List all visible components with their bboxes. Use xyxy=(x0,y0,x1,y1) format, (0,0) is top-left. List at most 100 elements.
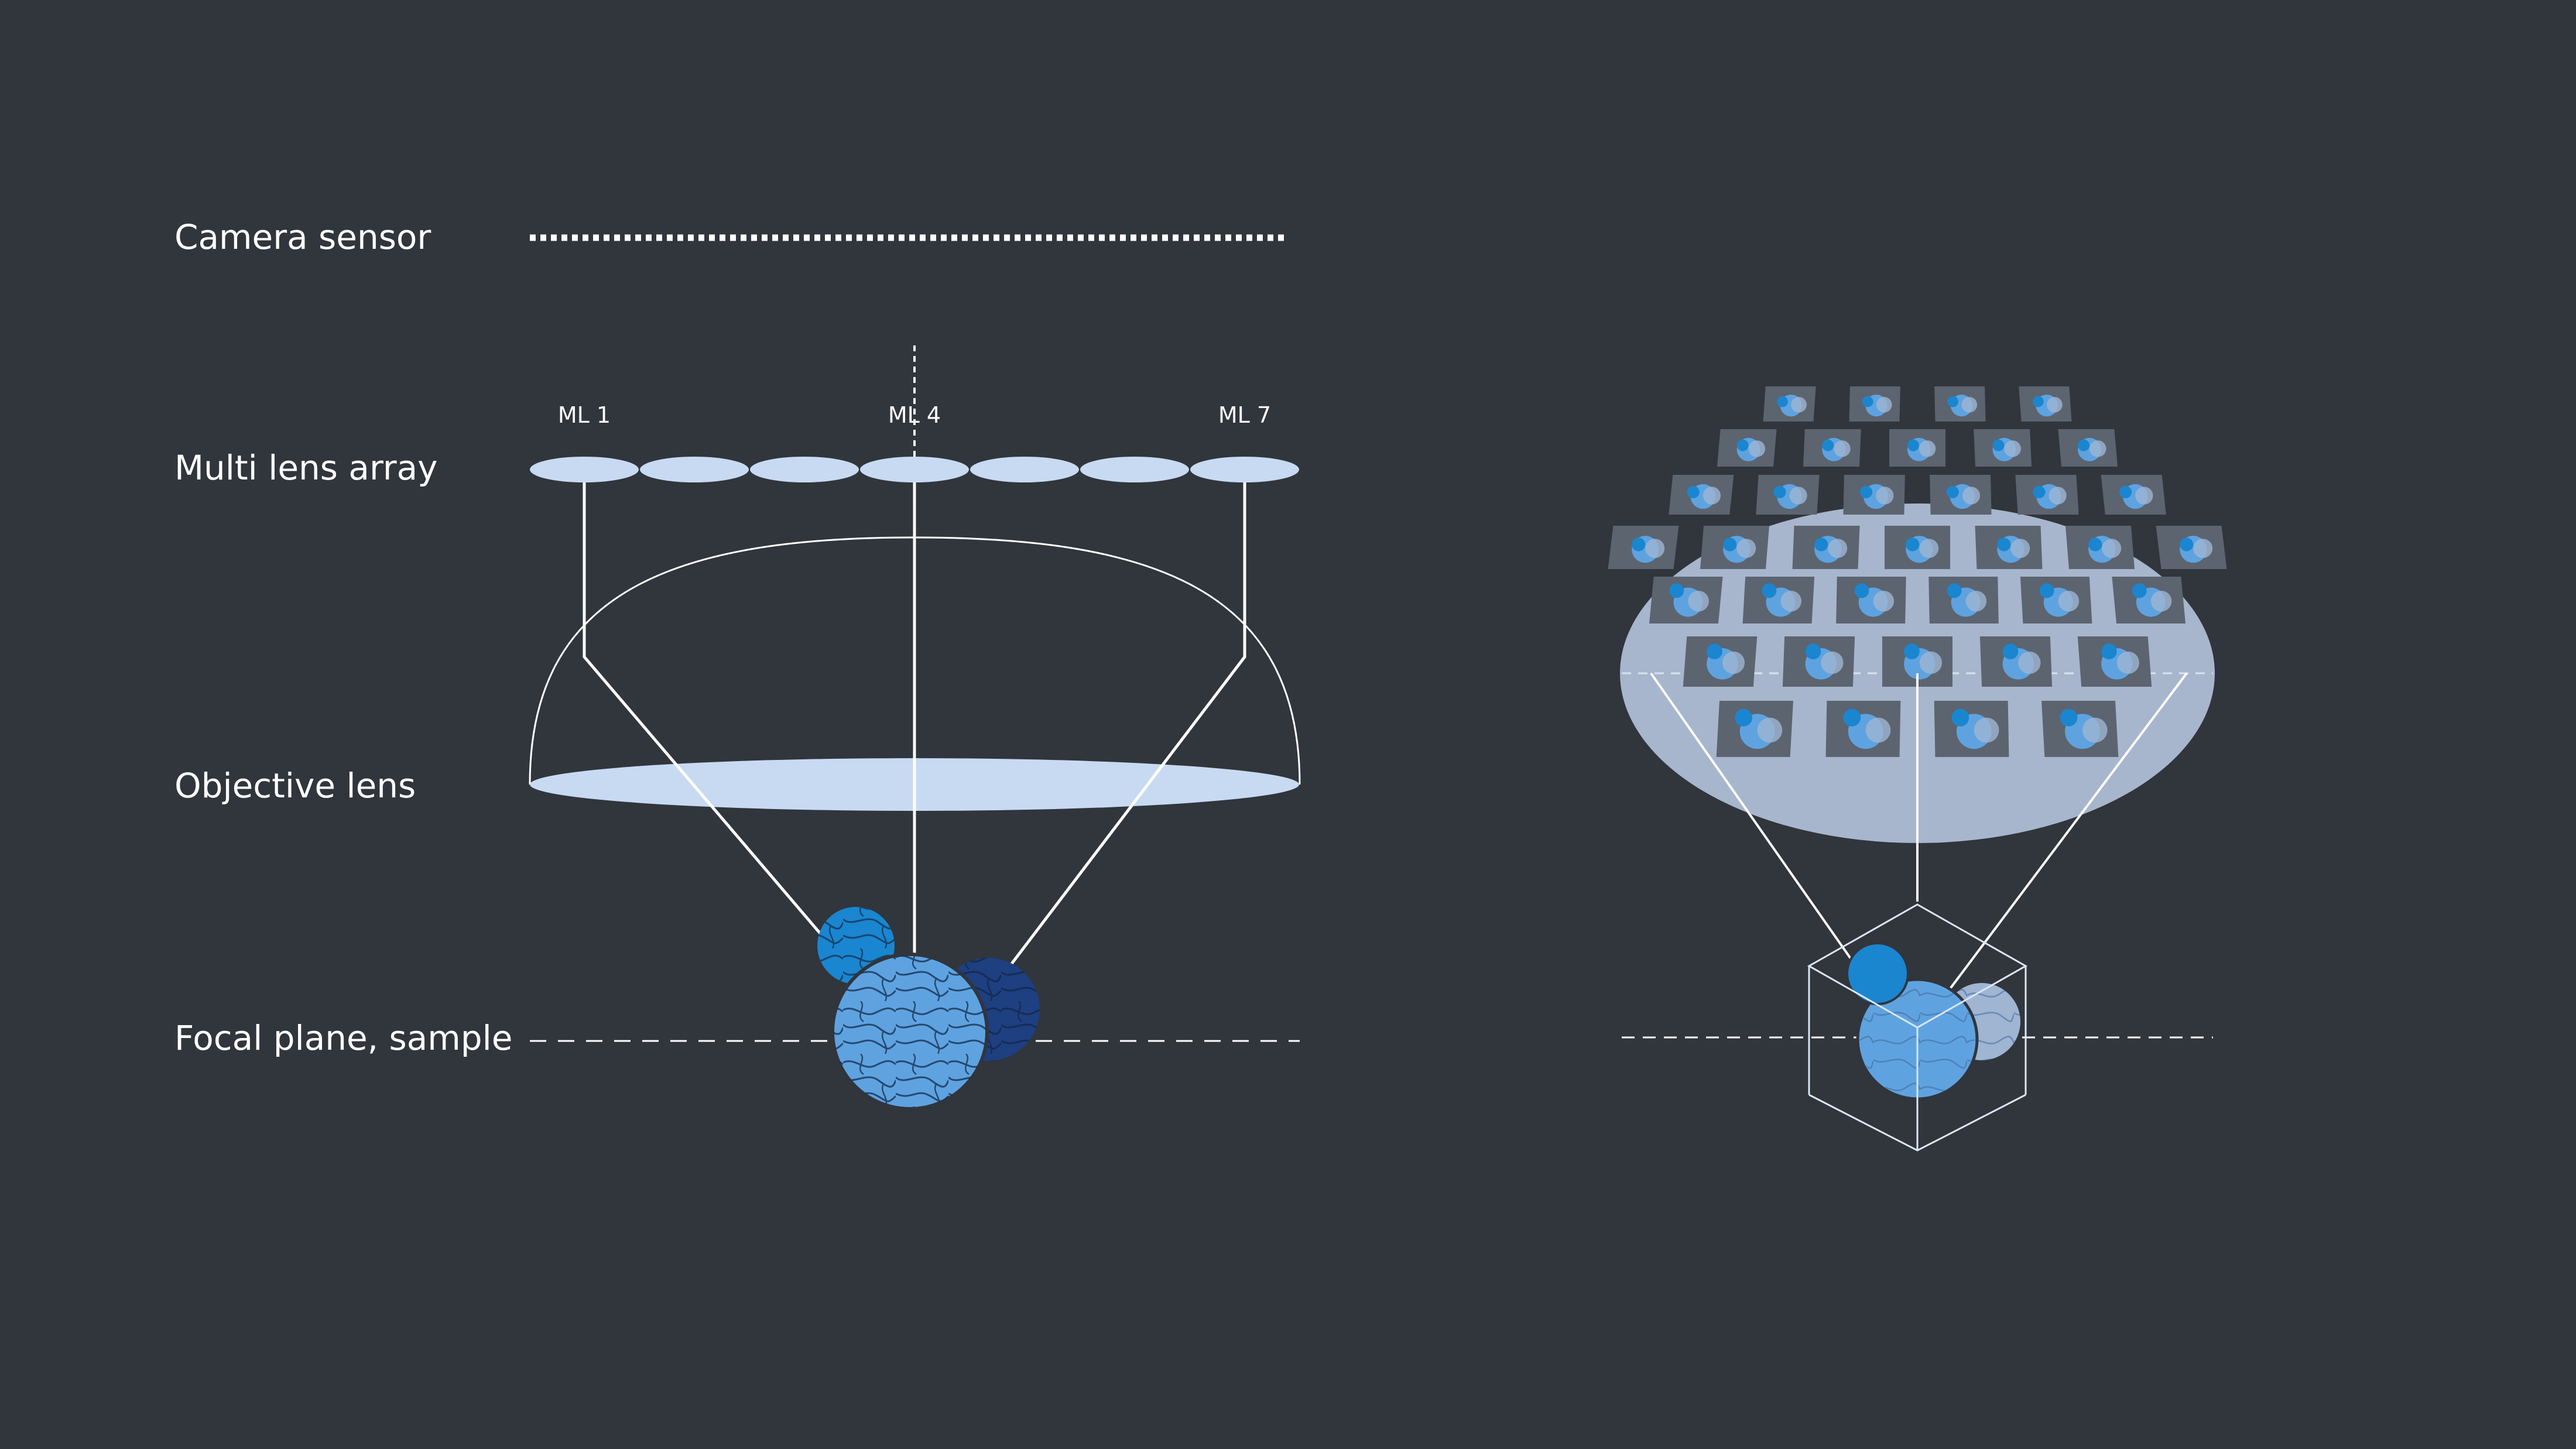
subimage-tile xyxy=(1825,701,1901,757)
sample-volume xyxy=(1807,903,2028,1152)
subimage-sphere-grey xyxy=(1962,487,1981,505)
subimage-tile xyxy=(1608,526,1679,569)
label-ml-7: ML 7 xyxy=(1218,402,1271,428)
subimage-sphere-grey xyxy=(1974,717,1999,743)
subimage-tile xyxy=(2065,526,2135,569)
microlens-1 xyxy=(530,457,639,482)
subimage-sphere-small xyxy=(1859,485,1873,499)
subimage-sphere-grey xyxy=(1865,717,1891,743)
ray-lines xyxy=(583,482,1246,967)
microlens-3 xyxy=(750,457,859,482)
subimage-sphere-grey xyxy=(1828,539,1848,559)
microlens-7 xyxy=(1190,457,1299,482)
subimage-sphere-grey xyxy=(2018,651,2041,674)
subimage-sphere-small xyxy=(1946,485,1959,499)
subimage-sphere-small xyxy=(2002,643,2019,660)
subimage-tile xyxy=(1716,701,1793,757)
subimage-sphere-small xyxy=(1907,439,1919,451)
subimage-sphere-grey xyxy=(1789,487,1807,505)
subimage-tile xyxy=(2077,636,2152,687)
subimage-tile xyxy=(1683,636,1758,687)
subimage-sphere-small xyxy=(1687,485,1700,499)
subimage-tile xyxy=(1742,577,1815,624)
subimage-sphere-small xyxy=(2078,439,2090,451)
subimage-tile xyxy=(2112,577,2186,624)
subimage-sphere-small xyxy=(1947,583,1962,598)
subimage-sphere-small xyxy=(1814,537,1828,551)
subimage-sphere-grey xyxy=(1965,591,1987,612)
projection-line-right xyxy=(1948,672,2188,991)
subimage-sphere-grey xyxy=(1722,651,1745,674)
subimage-tile xyxy=(1974,429,2032,467)
subimage-sphere-grey xyxy=(1919,651,1943,674)
subimage-sphere-grey xyxy=(2047,397,2063,413)
subimage-sphere-grey xyxy=(1961,397,1978,413)
subimage-sphere-grey xyxy=(1919,440,1936,457)
subimage-tile xyxy=(2101,475,2166,515)
subimage-sphere-small xyxy=(1997,537,2011,551)
subimage-sphere-small xyxy=(2039,583,2054,598)
sample-spheres-left xyxy=(817,907,1040,1111)
subimage-tile xyxy=(2058,429,2118,467)
subimage-sphere-grey xyxy=(1703,487,1721,505)
subimage-sphere-small xyxy=(2088,537,2102,551)
subimage-tile xyxy=(2015,475,2079,515)
subimage-sphere-grey xyxy=(2102,539,2122,559)
subimage-sphere-grey xyxy=(1645,539,1665,559)
subimage-sphere-small xyxy=(1906,537,1920,551)
volume-cube xyxy=(1807,903,2028,1152)
microlens-array xyxy=(530,457,1299,482)
microlens-6 xyxy=(1080,457,1189,482)
subimage-sphere-small xyxy=(1669,583,1684,598)
subimage-sphere-small xyxy=(2033,396,2044,407)
subimage-sphere-small xyxy=(1822,439,1834,451)
subimage-tile xyxy=(1756,475,1820,515)
microlens-2 xyxy=(640,457,749,482)
subimage-tile xyxy=(1930,475,1992,515)
subimage-sphere-small xyxy=(2101,643,2117,660)
label-ml-4: ML 4 xyxy=(888,402,941,428)
subimage-sphere-grey xyxy=(2082,717,2108,743)
label-ml-1: ML 1 xyxy=(558,402,611,428)
label-objective-lens: Objective lens xyxy=(174,766,416,806)
label-multi-lens-array: Multi lens array xyxy=(174,448,438,488)
subimage-tile xyxy=(1843,475,1905,515)
subimage-sphere-grey xyxy=(2004,440,2021,457)
microlens-4 xyxy=(860,457,969,482)
subimage-tile xyxy=(1763,386,1816,422)
subimage-sphere-small xyxy=(1904,643,1920,660)
subimage-tile xyxy=(1979,636,2053,687)
sphere-large-contour xyxy=(834,955,986,1108)
projection-lines xyxy=(1650,672,2188,991)
subimage-sphere-grey xyxy=(2193,539,2213,559)
subimage-sphere-small xyxy=(1862,396,1873,407)
subimage-sphere-small xyxy=(1947,396,1959,407)
projection-line-left xyxy=(1650,672,1857,967)
label-focal-plane: Focal plane, sample xyxy=(174,1018,512,1058)
subimage-tile xyxy=(1792,526,1860,569)
subimage-sphere-small xyxy=(2060,708,2078,727)
label-camera-sensor: Camera sensor xyxy=(174,217,431,257)
microlens-5 xyxy=(970,457,1079,482)
subimage-sphere-small xyxy=(1843,708,1861,727)
subimage-sphere-small xyxy=(1723,537,1737,551)
subimage-tile xyxy=(1928,577,1999,624)
subimage-tile xyxy=(1882,636,1952,687)
subimage-sphere-small xyxy=(1735,708,1753,727)
subimage-sphere-grey xyxy=(1748,440,1766,457)
subimage-sphere-grey xyxy=(1876,397,1892,413)
subimage-sphere-small xyxy=(1773,485,1786,499)
subimage-sphere-grey xyxy=(2135,487,2153,505)
subimage-tiles xyxy=(1608,386,2227,757)
subimage-sphere-grey xyxy=(1821,651,1844,674)
subimage-sphere-small xyxy=(1805,643,1821,660)
subimage-sphere-grey xyxy=(1873,591,1895,612)
subimage-sphere-grey xyxy=(2089,440,2106,457)
subimage-sphere-grey xyxy=(2116,651,2140,674)
subimage-sphere-grey xyxy=(1736,539,1756,559)
subimage-sphere-small xyxy=(1762,583,1777,598)
subimage-tile xyxy=(1836,577,1906,624)
subimage-sphere-grey xyxy=(2058,591,2080,612)
subimage-tile xyxy=(1849,386,1900,422)
